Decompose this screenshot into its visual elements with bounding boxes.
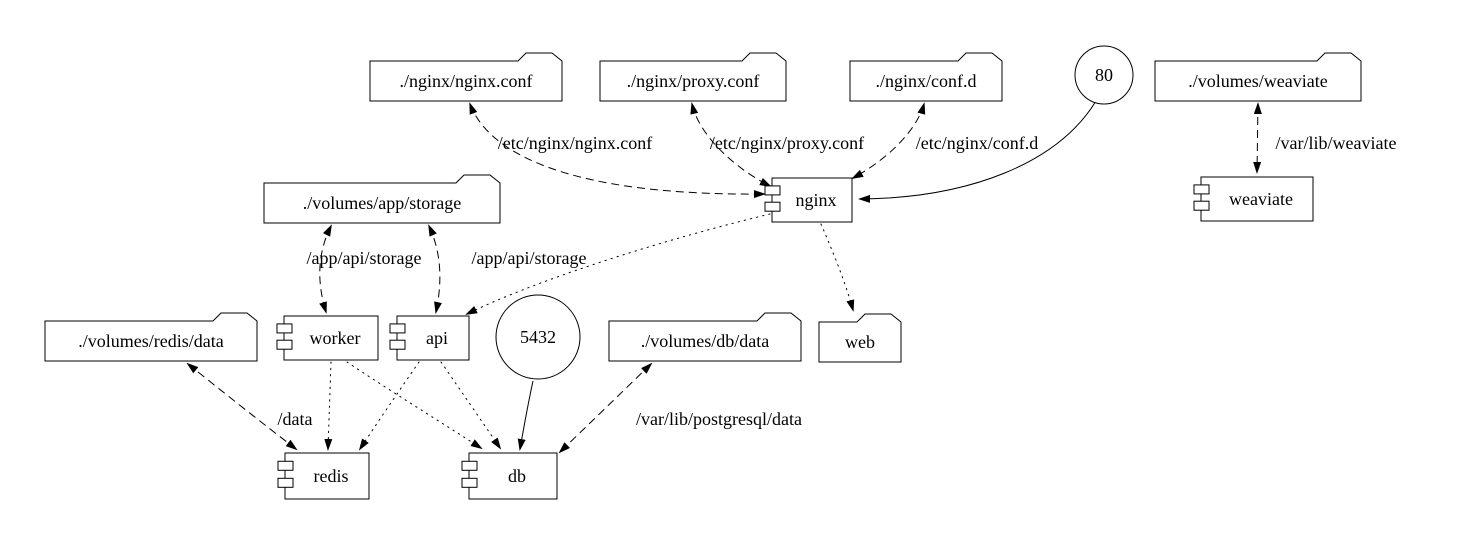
service-db: db	[461, 452, 558, 500]
edge-api-link-redis	[358, 361, 420, 451]
edge-port-80-to-nginx	[858, 100, 1097, 203]
service-db-label: db	[508, 466, 526, 486]
volume-conf-d-folder-shape	[849, 52, 1003, 102]
volume-db-data-folder-shape	[608, 312, 802, 362]
edge-label-worker-mount-storage: /app/api/storage	[307, 248, 422, 268]
service-nginx-label: nginx	[795, 190, 836, 210]
volume-app-storage-folder-shape	[263, 174, 501, 224]
edge-redis-mount-data	[186, 362, 298, 451]
volume-web-label: web	[845, 332, 875, 352]
volume-weaviate: ./volumes/weaviate	[1154, 52, 1362, 102]
service-nginx-component-tab-icon	[764, 185, 781, 196]
port-5432-label: 5432	[520, 327, 556, 347]
volume-proxy-conf-label: ./nginx/proxy.conf	[627, 71, 760, 91]
service-redis-component-tab-icon	[277, 477, 294, 488]
service-nginx: nginx	[764, 177, 853, 223]
service-redis: redis	[277, 452, 370, 500]
edge-label-nginx-mount-conf-d: /etc/nginx/conf.d	[916, 133, 1038, 153]
edge-label-api-mount-storage: /app/api/storage	[472, 248, 587, 268]
service-db-component-tab-icon	[461, 477, 478, 488]
edge-nginx-mount-conf-d	[851, 102, 926, 179]
edge-nginx-mount-nginx-conf	[469, 102, 766, 199]
service-api: api	[389, 315, 470, 361]
port-5432: 5432	[495, 294, 581, 380]
service-api-component-shape	[396, 315, 470, 361]
volume-app-storage: ./volumes/app/storage	[263, 174, 501, 224]
service-api-component-tab-icon	[389, 339, 406, 350]
port-80-label: 80	[1095, 65, 1113, 85]
volume-weaviate-folder-shape	[1154, 52, 1362, 102]
edge-api-mount-storage	[428, 224, 442, 314]
edge-api-link-db	[440, 361, 502, 450]
service-nginx-component-tab-icon	[764, 201, 781, 212]
edge-port-5432-to-db	[517, 380, 534, 451]
volume-redis-data-label: ./volumes/redis/data	[78, 331, 223, 351]
service-weaviate-component-tab-icon	[1193, 184, 1210, 195]
edge-worker-link-redis	[324, 361, 333, 451]
edge-weaviate-mount	[1253, 102, 1262, 174]
volume-conf-d-label: ./nginx/conf.d	[876, 71, 977, 91]
service-redis-component-tab-icon	[277, 460, 294, 471]
service-weaviate: weaviate	[1193, 176, 1314, 222]
edge-label-redis-mount-data: /data	[278, 409, 313, 429]
volume-app-storage-label: ./volumes/app/storage	[303, 193, 461, 213]
volume-web: web	[818, 313, 902, 363]
volume-web-folder-shape	[818, 313, 902, 363]
edge-worker-mount-storage	[319, 224, 332, 314]
service-api-component-tab-icon	[389, 323, 406, 334]
edge-worker-link-db	[346, 361, 483, 450]
service-api-label: api	[426, 328, 448, 348]
service-redis-label: redis	[314, 466, 349, 486]
service-nginx-component-shape	[771, 177, 853, 223]
volume-proxy-conf: ./nginx/proxy.conf	[599, 52, 787, 102]
service-weaviate-component-tab-icon	[1193, 200, 1210, 211]
volume-nginx-conf-folder-shape	[369, 52, 563, 102]
service-worker-component-shape	[283, 315, 379, 361]
volume-redis-data: ./volumes/redis/data	[44, 312, 258, 362]
volume-conf-d: ./nginx/conf.d	[849, 52, 1003, 102]
volume-nginx-conf: ./nginx/nginx.conf	[369, 52, 563, 102]
service-worker-label: worker	[310, 328, 361, 348]
volume-nginx-conf-label: ./nginx/nginx.conf	[400, 71, 533, 91]
service-db-component-tab-icon	[461, 460, 478, 471]
service-weaviate-label: weaviate	[1229, 189, 1293, 209]
service-worker: worker	[276, 315, 379, 361]
edge-label-db-mount-data: /var/lib/postgresql/data	[636, 409, 802, 429]
edge-label-nginx-mount-proxy-conf: /etc/nginx/proxy.conf	[710, 133, 864, 153]
edge-label-nginx-mount-nginx-conf: /etc/nginx/nginx.conf	[498, 133, 652, 153]
port-80-circle-shape	[1074, 45, 1134, 105]
port-5432-circle-shape	[495, 294, 581, 380]
edge-nginx-mount-proxy-conf	[690, 102, 772, 187]
edge-db-mount-data	[558, 362, 653, 454]
service-db-component-shape	[468, 452, 558, 500]
port-80: 80	[1074, 45, 1134, 105]
volume-proxy-conf-folder-shape	[599, 52, 787, 102]
edge-label-weaviate-mount: /var/lib/weaviate	[1276, 133, 1397, 153]
volume-db-data: ./volumes/db/data	[608, 312, 802, 362]
volume-weaviate-label: ./volumes/weaviate	[1188, 71, 1327, 91]
service-redis-component-shape	[284, 452, 370, 500]
service-weaviate-component-shape	[1200, 176, 1314, 222]
service-worker-component-tab-icon	[276, 323, 293, 334]
service-worker-component-tab-icon	[276, 339, 293, 350]
volume-redis-data-folder-shape	[44, 312, 258, 362]
volume-db-data-label: ./volumes/db/data	[641, 331, 769, 351]
edge-nginx-link-api	[465, 213, 771, 315]
edge-nginx-link-web	[820, 223, 855, 312]
